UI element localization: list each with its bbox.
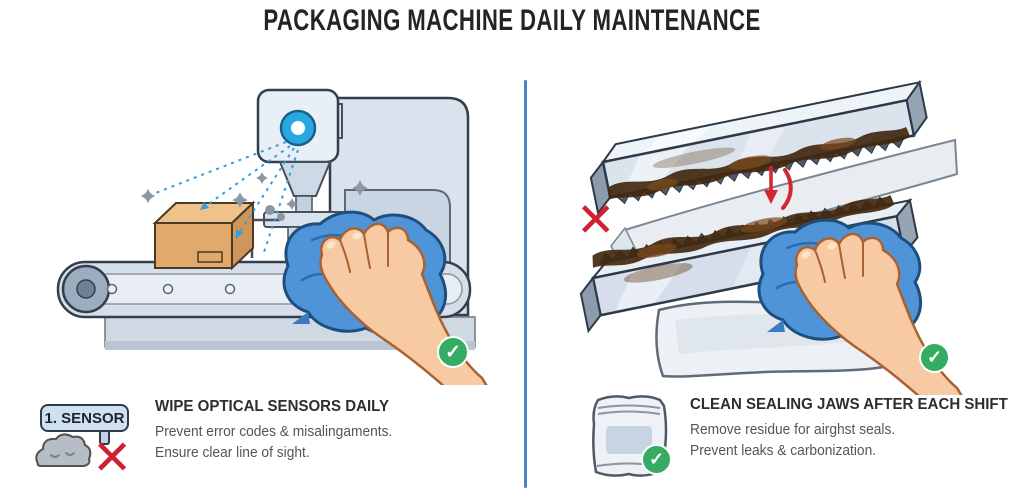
check-glyph: ✓ (926, 347, 943, 367)
poster-title: PACKAGING MACHINE DAILY MAINTENANCE (263, 4, 761, 37)
sensor-beams (147, 141, 299, 253)
lower-jaw-residue (592, 195, 895, 268)
upper-jaw-residue (608, 126, 911, 200)
x-icon: ✕ (92, 430, 133, 486)
panel-divider (524, 80, 527, 488)
right-caption-heading: CLEAN SEALING JAWS AFTER EACH SHIFT (690, 396, 1008, 413)
title-bar: PACKAGING MACHINE DAILY MAINTENANCE (0, 4, 1024, 38)
check-glyph: ✓ (648, 449, 665, 469)
check-icon: ✓ (919, 342, 950, 373)
left-caption-line1: Prevent error codes & misalingaments. (155, 424, 393, 440)
conveyor-base-shadow (105, 341, 475, 350)
right-caption-line1: Remove residue for airghst seals. (690, 422, 896, 438)
cardboard-box (152, 200, 256, 271)
beam-arrowheads (200, 202, 243, 238)
right-caption-body: Remove residue for airghst seals. Preven… (690, 420, 1020, 462)
left-caption-line2: Ensure clear line of sight. (155, 445, 310, 461)
sensor-badge: 1. SENSOR (40, 404, 129, 432)
dust-cloud-icon (35, 433, 92, 467)
check-icon: ✓ (641, 444, 672, 475)
press-funnel (278, 161, 332, 197)
box-label (197, 251, 223, 263)
check-icon: ✓ (437, 336, 469, 368)
upper-sealing-jaw (589, 79, 928, 216)
check-glyph: ✓ (445, 341, 461, 363)
left-caption-heading: WIPE OPTICAL SENSORS DAILY (155, 398, 390, 415)
optical-sensor-eye-icon (279, 109, 317, 147)
sensor-badge-stem (99, 432, 110, 445)
residue-arrow-icon (764, 166, 793, 210)
right-caption-line2: Prevent leaks & carbonization. (690, 443, 877, 459)
optical-sensor-illustration (56, 88, 490, 385)
left-caption-body: Prevent error codes & misalingaments. En… (155, 422, 485, 464)
x-icon: ✕ (576, 193, 616, 248)
sensor-badge-label: 1. SENSOR (44, 409, 125, 427)
sealing-jaws-illustration (579, 79, 965, 395)
